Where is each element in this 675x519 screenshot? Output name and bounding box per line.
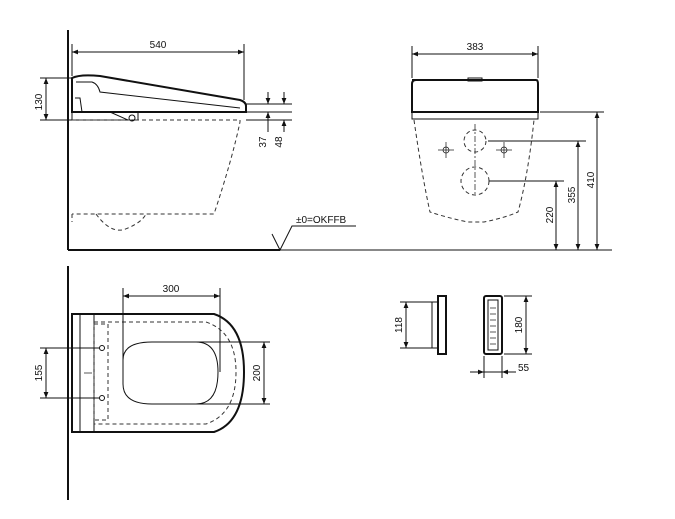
remote-side-outline <box>437 295 447 355</box>
dim-top-seat: 200 <box>252 364 263 381</box>
front-view: 383 220 355 410 <box>411 42 604 250</box>
dim-remote-front-h: 180 <box>514 316 525 333</box>
seat-front-outline <box>411 79 539 113</box>
dim-side-gap-b: 48 <box>274 136 285 148</box>
remote-side-view: 118 <box>394 295 447 355</box>
dim-front-h-355: 355 <box>567 186 578 203</box>
dim-side-height: 130 <box>34 93 45 110</box>
bolt-right <box>496 142 512 158</box>
top-view: 300 155 200 <box>34 266 270 500</box>
dim-remote-depth: 55 <box>518 363 530 374</box>
dim-side-width: 540 <box>150 40 167 51</box>
seat-top-outline <box>71 313 246 433</box>
remote-front-outline <box>483 295 503 355</box>
dim-front-h-410: 410 <box>586 171 597 188</box>
seat-opening <box>122 341 219 405</box>
floor-reference-label: ±0=OKFFB <box>296 215 347 226</box>
dim-front-width: 383 <box>467 42 484 53</box>
seat-lid-outline <box>71 74 247 113</box>
dim-remote-side-h: 118 <box>394 317 405 333</box>
dim-top-width: 300 <box>163 284 180 295</box>
dim-side-gap-a: 37 <box>258 136 269 148</box>
dim-top-spacing: 155 <box>34 364 45 381</box>
remote-front-view: 180 55 <box>470 295 532 378</box>
dim-front-h-220: 220 <box>545 206 556 223</box>
side-view: 130 540 37 48 ±0=OKFFB <box>34 30 612 252</box>
bolt-left <box>438 142 454 158</box>
